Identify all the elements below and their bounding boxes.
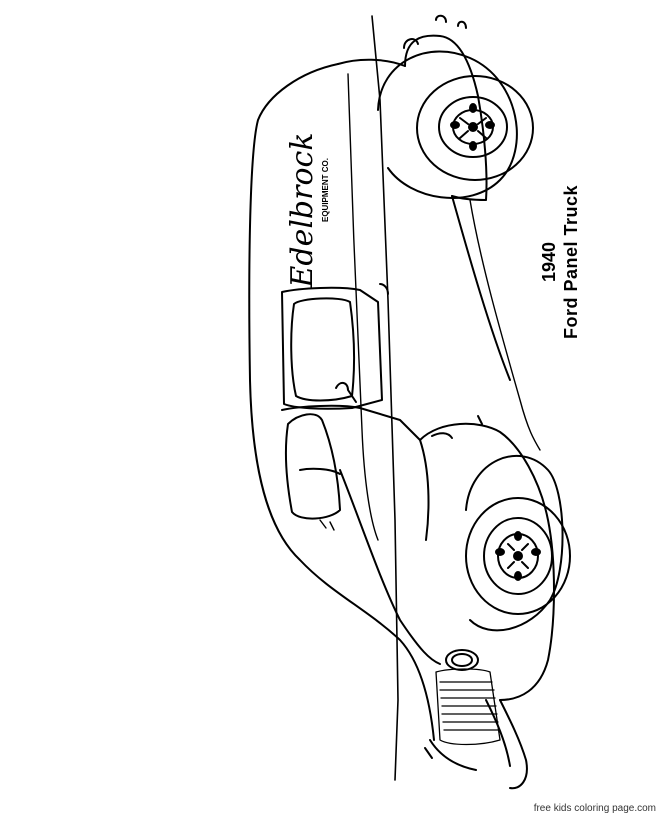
front-door-outline — [281, 404, 430, 541]
grille — [435, 668, 501, 746]
front-door-handle — [477, 415, 483, 425]
footer-credit: free kids coloring page.com — [533, 803, 656, 814]
license-bracket — [424, 747, 433, 759]
side-panel-line — [347, 73, 379, 541]
headlight — [445, 649, 479, 671]
cowl-vent — [431, 432, 453, 439]
logo-sub: EQUIPMENT CO. — [321, 158, 330, 222]
rear-wheel-arch — [377, 50, 518, 199]
caption-year: 1940 — [539, 241, 559, 283]
door-mirror — [335, 382, 357, 403]
running-board — [451, 195, 511, 381]
rear-fender — [404, 34, 488, 201]
front-bumper — [499, 699, 528, 790]
edelbrock-logo: Edelbrock EQUIPMENT CO. — [285, 132, 330, 288]
ground-line — [371, 15, 399, 781]
front-window — [284, 413, 341, 520]
front-fender — [419, 422, 555, 701]
hood-line — [339, 469, 441, 665]
roof-line — [337, 58, 406, 67]
wing-window-divider — [299, 467, 341, 475]
front-bumper-inner — [485, 699, 511, 767]
logo-script: Edelbrock — [285, 132, 320, 288]
caption-name: Ford Panel Truck — [561, 184, 581, 340]
rear-door-outline — [281, 286, 383, 410]
vehicle-caption: 1940 Ford Panel Truck — [538, 185, 582, 339]
front-wheel — [465, 497, 571, 615]
hinge-detail — [319, 519, 335, 531]
belt-line — [469, 199, 541, 451]
rear-window — [290, 297, 356, 402]
door-handle — [379, 283, 389, 295]
front-wheel-arch — [465, 454, 564, 632]
rear-wheel — [416, 75, 534, 181]
lower-grille-edge — [429, 739, 477, 771]
truck-body-outline — [248, 63, 435, 741]
rear-bumper-knobs — [403, 14, 467, 49]
